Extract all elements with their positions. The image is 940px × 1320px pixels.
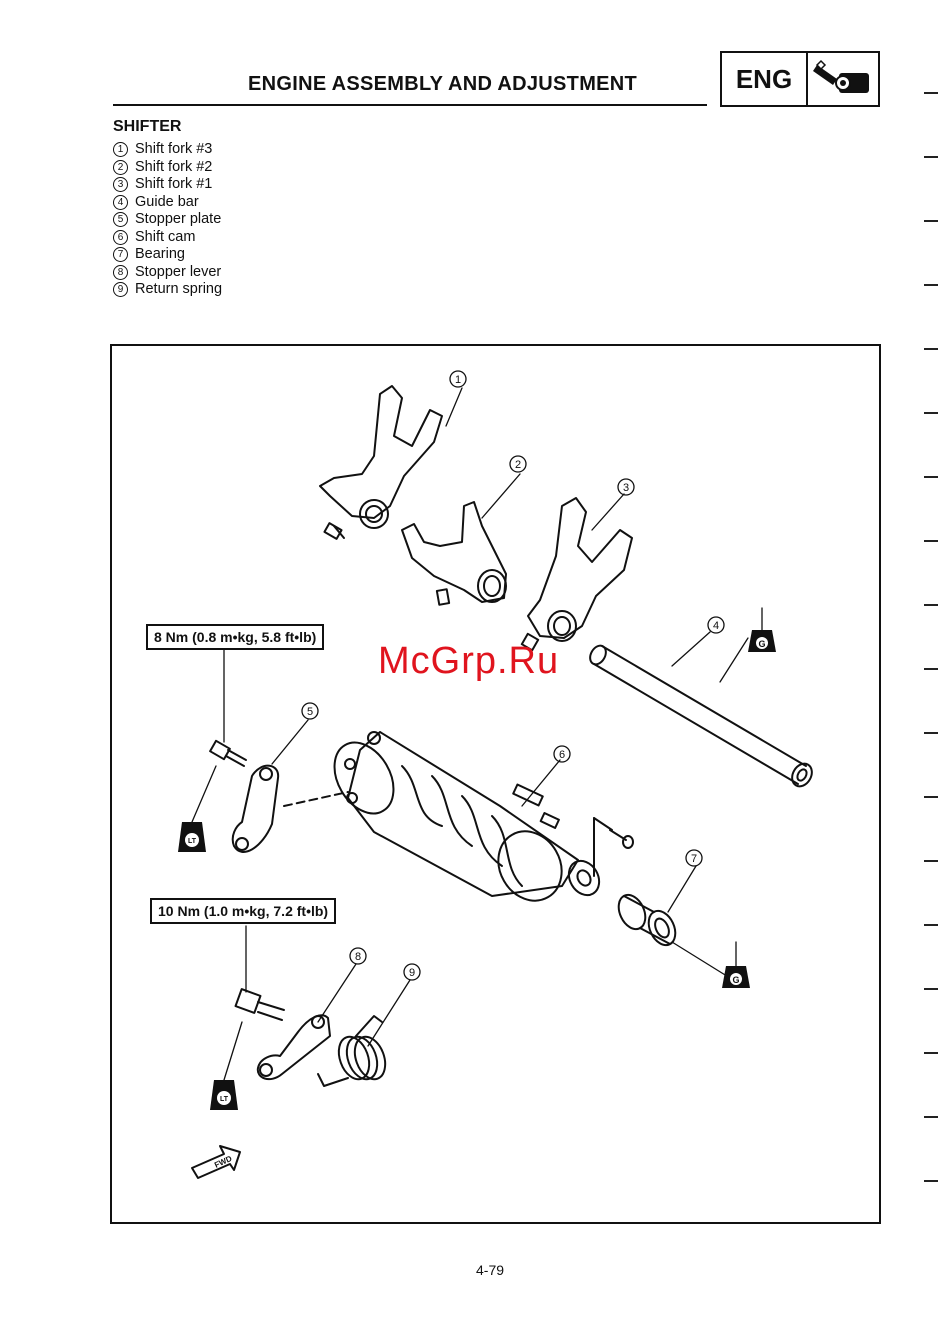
list-item: 2 Shift fork #2	[113, 159, 222, 177]
screw-stopper-plate	[210, 741, 246, 766]
locktite-icon: LT	[178, 822, 206, 852]
part-label: Stopper plate	[135, 211, 221, 229]
callout-8: 8	[355, 951, 361, 963]
grease-label: G	[732, 975, 739, 985]
part-label: Shift fork #1	[135, 176, 212, 194]
bolt-stopper-lever	[236, 989, 284, 1020]
shift-fork-3	[320, 386, 442, 539]
shift-fork-2	[402, 502, 506, 605]
callout-number: 7	[113, 247, 128, 262]
guide-bar	[587, 643, 816, 790]
grease-icon: G	[748, 630, 776, 652]
list-item: 1 Shift fork #3	[113, 141, 222, 159]
exploded-diagram: 1 2 3 4 5 6 7 8 9 G G LT	[110, 344, 881, 1224]
callout-4: 4	[713, 620, 719, 632]
callout-number: 9	[113, 282, 128, 297]
section-badge: ENG	[720, 51, 880, 107]
list-item: 7 Bearing	[113, 246, 222, 264]
edge-marks	[920, 0, 940, 1320]
callout-7: 7	[691, 853, 697, 865]
list-item: 5 Stopper plate	[113, 211, 222, 229]
shift-fork-1	[522, 498, 632, 650]
part-label: Shift fork #2	[135, 159, 212, 177]
callout-number: 4	[113, 195, 128, 210]
page-title: ENGINE ASSEMBLY AND ADJUSTMENT	[248, 73, 637, 96]
dowel-pin	[594, 818, 633, 876]
part-label: Guide bar	[135, 194, 199, 212]
grease-label: G	[758, 639, 765, 649]
callout-6: 6	[559, 749, 565, 761]
watermark: McGrp.Ru	[378, 640, 559, 683]
locktite-label: LT	[188, 838, 197, 845]
page-number: 4-79	[476, 1262, 504, 1278]
diagram-drawing: 1 2 3 4 5 6 7 8 9 G G LT	[112, 346, 879, 1222]
callout-number: 8	[113, 265, 128, 280]
part-label: Stopper lever	[135, 264, 221, 282]
callout-number: 1	[113, 142, 128, 157]
callout-9: 9	[409, 967, 415, 979]
parts-list: 1 Shift fork #3 2 Shift fork #2 3 Shift for…	[113, 141, 222, 299]
callout-number: 5	[113, 212, 128, 227]
callout-number: 3	[113, 177, 128, 192]
bearing	[614, 891, 681, 950]
torque-spec-stopper-plate: 8 Nm (0.8 m•kg, 5.8 ft•lb)	[146, 624, 324, 650]
callout-1: 1	[455, 374, 461, 386]
list-item: 9 Return spring	[113, 281, 222, 299]
list-item: 4 Guide bar	[113, 194, 222, 212]
callout-number: 6	[113, 230, 128, 245]
grease-icon: G	[722, 966, 750, 988]
part-label: Shift fork #3	[135, 141, 212, 159]
callout-3: 3	[623, 482, 629, 494]
stopper-plate	[233, 766, 348, 852]
section-title: SHIFTER	[113, 118, 181, 136]
engine-wrench-icon	[808, 53, 878, 105]
torque-spec-stopper-lever: 10 Nm (1.0 m•kg, 7.2 ft•lb)	[150, 898, 336, 924]
list-item: 6 Shift cam	[113, 229, 222, 247]
stopper-lever	[258, 1015, 330, 1079]
part-label: Shift cam	[135, 229, 195, 247]
callout-number: 2	[113, 160, 128, 175]
part-label: Return spring	[135, 281, 222, 299]
badge-label: ENG	[722, 53, 808, 105]
header-rule	[113, 104, 707, 106]
list-item: 3 Shift fork #1	[113, 176, 222, 194]
part-label: Bearing	[135, 246, 185, 264]
list-item: 8 Stopper lever	[113, 264, 222, 282]
callout-2: 2	[515, 459, 521, 471]
locktite-icon: LT	[210, 1080, 238, 1110]
callout-5: 5	[307, 706, 313, 718]
locktite-label: LT	[220, 1096, 229, 1103]
